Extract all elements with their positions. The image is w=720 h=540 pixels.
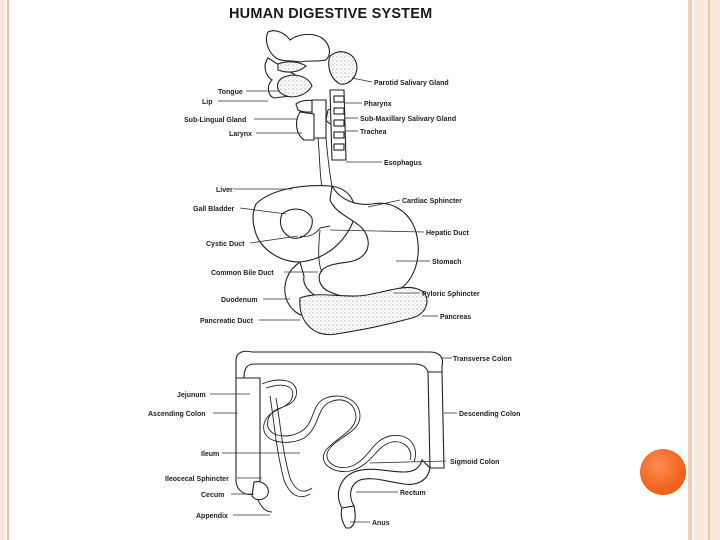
cecum-shape: [251, 481, 269, 501]
label-pharynx: Pharynx: [364, 101, 392, 108]
tongue-shape: [276, 74, 313, 98]
label-parotid-gland: Parotid Salivary Gland: [374, 80, 449, 87]
label-descending-colon: Descending Colon: [459, 411, 520, 418]
label-ascending-colon: Ascending Colon: [148, 411, 206, 418]
label-submaxillary-gland: Sub-Maxillary Salivary Gland: [360, 116, 456, 123]
label-hepatic-duct: Hepatic Duct: [426, 230, 469, 237]
parotid-gland-shape: [328, 51, 358, 85]
ascending-colon-shape: [235, 377, 261, 495]
label-esophagus: Esophagus: [384, 160, 422, 167]
page-title: HUMAN DIGESTIVE SYSTEM: [229, 6, 433, 22]
label-liver: Liver: [216, 187, 233, 194]
pancreas-shape: [299, 286, 428, 336]
rectum-shape: [340, 505, 356, 529]
label-appendix: Appendix: [196, 513, 228, 520]
label-trachea: Trachea: [360, 129, 387, 136]
label-transverse-colon: Transverse Colon: [453, 356, 512, 363]
label-pancreas: Pancreas: [440, 314, 471, 321]
label-stomach: Stomach: [432, 259, 462, 266]
leader-lines-left: [210, 90, 318, 516]
accent-dot: [640, 449, 686, 495]
label-cystic-duct: Cystic Duct: [206, 241, 245, 248]
small-intestine-loops: [261, 379, 416, 472]
labels-right: Parotid Salivary Gland Pharynx Sub-Maxil…: [360, 80, 520, 527]
gall-bladder-shape: [279, 208, 313, 239]
label-anus: Anus: [372, 520, 390, 527]
slide-border-left-line: [7, 0, 9, 540]
stomach-shape: [318, 184, 419, 300]
label-cecum: Cecum: [201, 492, 224, 499]
descending-colon-shape: [427, 371, 445, 469]
slide-border-right: [694, 0, 720, 540]
label-duodenum: Duodenum: [221, 297, 258, 304]
leader-lines-right: [329, 77, 457, 523]
esophagus-shape: [317, 137, 333, 187]
label-lip: Lip: [202, 99, 213, 106]
slide-border-left: [0, 0, 5, 540]
slide-border-right-band: [688, 0, 692, 540]
label-ileocecal-sphincter: Ileocecal Sphincter: [165, 476, 229, 483]
sigmoid-colon-shape: [337, 458, 431, 509]
transverse-colon-shape: [235, 350, 444, 379]
label-ileum: Ileum: [201, 451, 219, 458]
slide-border-right-line: [708, 0, 710, 540]
label-larynx: Larynx: [229, 131, 252, 138]
label-sublingual-gland: Sub-Lingual Gland: [184, 117, 246, 124]
label-tongue: Tongue: [218, 89, 243, 96]
label-gall-bladder: Gall Bladder: [193, 206, 235, 213]
label-pancreatic-duct: Pancreatic Duct: [200, 318, 254, 325]
label-jejunum: Jejunum: [177, 392, 206, 399]
label-cardiac-sphincter: Cardiac Sphincter: [402, 198, 462, 205]
labels-left: Tongue Lip Sub-Lingual Gland Larynx Live…: [148, 89, 274, 520]
appendix-shape: [257, 499, 273, 513]
label-rectum: Rectum: [400, 490, 426, 497]
label-sigmoid-colon: Sigmoid Colon: [450, 459, 499, 466]
label-pyloric-sphincter: Pyloric Sphincter: [422, 291, 480, 298]
head-region: [264, 30, 358, 161]
label-common-bile-duct: Common Bile Duct: [211, 270, 274, 277]
